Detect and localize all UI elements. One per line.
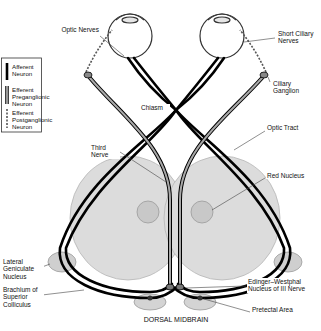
legend-sample — [6, 109, 8, 128]
part-label: Lateral Geniculate Nucleus — [2, 258, 44, 280]
red-nucleus — [137, 201, 159, 223]
part-label: Pretectal Area — [251, 306, 311, 313]
part-label: Short Ciliary Nerves — [277, 30, 319, 45]
part-label: Ciliary Ganglion — [272, 80, 314, 95]
ciliary-ganglion — [84, 72, 92, 78]
postganglionic-pathway — [86, 30, 266, 72]
part-label: DORSAL MIDBRAIN — [126, 316, 226, 324]
legend-sample — [5, 86, 9, 104]
red-nucleus — [191, 201, 213, 223]
pretectal-nucleus — [148, 296, 153, 301]
legend-text: Afferent Neuron — [12, 63, 39, 77]
pretectal-nucleus — [198, 296, 203, 301]
afferent-pathway — [60, 58, 291, 298]
part-label: Optic Tract — [266, 124, 308, 131]
legend-entry: Afferent Neuron — [3, 63, 39, 77]
part-label: Third Nerve — [90, 144, 120, 159]
legend-frame — [2, 58, 42, 132]
legend-text: Efferent Postganglionic Neuron — [12, 109, 39, 130]
eye — [108, 14, 152, 58]
ew-nucleus — [166, 284, 174, 290]
part-label: Brachium of Superior Colliculus — [2, 286, 44, 308]
legend-entry: Efferent Postganglionic Neuron — [3, 109, 39, 130]
part-label: Red Nucleus — [266, 172, 308, 179]
leader-lines — [42, 36, 275, 312]
eye — [200, 14, 244, 58]
legend-sample — [6, 63, 9, 80]
part-label: Edinger–Westphal Nucleus of III Nerve — [247, 278, 319, 293]
legend-sample — [6, 86, 8, 104]
legend-text: Efferent Preganglionic Neuron — [12, 86, 39, 107]
legend-entry: Efferent Preganglionic Neuron — [3, 86, 39, 107]
ciliary-ganglion — [260, 72, 268, 78]
ew-nucleus — [176, 284, 184, 290]
part-label: Optic Nerves — [58, 26, 100, 33]
part-label: Chiasm — [140, 104, 170, 111]
preganglionic-pathway — [90, 78, 262, 284]
